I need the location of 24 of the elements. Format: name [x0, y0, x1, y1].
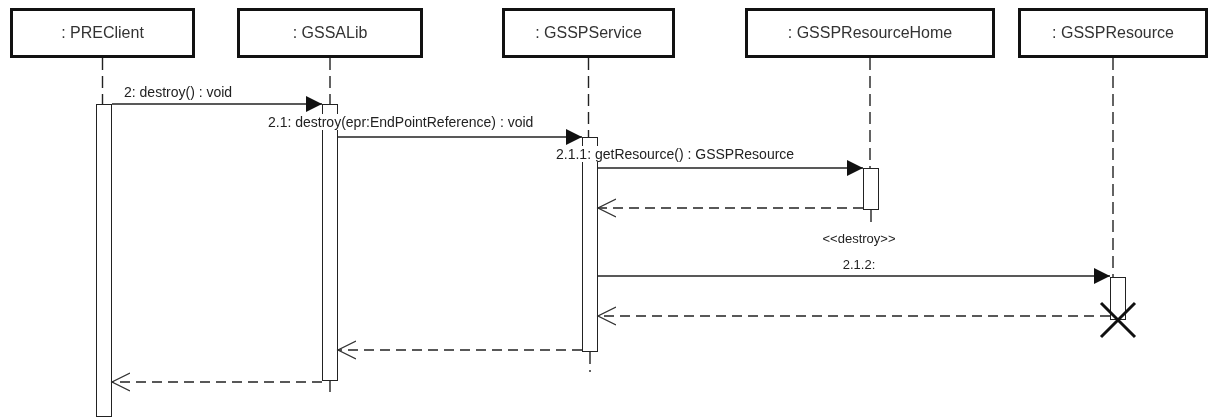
message-label: 2: destroy() : void [122, 84, 235, 100]
activation-bar [863, 168, 879, 210]
lifeline [1112, 57, 1114, 278]
participant-box: : GSSPResource [1018, 8, 1208, 58]
participant-box: : GSSALib [237, 8, 423, 58]
lifeline [587, 57, 590, 138]
message-arrow [337, 129, 583, 145]
message-label: <<destroy>> 2.1.2: [821, 230, 897, 274]
message-label: 2.1: destroy(epr:EndPointReference) : void [266, 114, 536, 130]
message-arrow [111, 96, 323, 112]
participant-box: : GSSPResourceHome [745, 8, 995, 58]
message-arrow [597, 268, 1111, 284]
participant-box: : GSSPService [502, 8, 675, 58]
lifeline [869, 57, 871, 169]
return-arrow [597, 306, 1111, 326]
message-label: 2.1.1: getResource() : GSSPResource [554, 146, 797, 162]
return-arrow [111, 372, 323, 392]
return-arrow [337, 340, 583, 360]
activation-bar [96, 104, 112, 417]
lifeline [329, 57, 331, 105]
participant-box: : PREClient [10, 8, 195, 58]
return-arrow [597, 198, 864, 218]
lifeline [101, 57, 104, 105]
message-arrow [597, 160, 864, 176]
